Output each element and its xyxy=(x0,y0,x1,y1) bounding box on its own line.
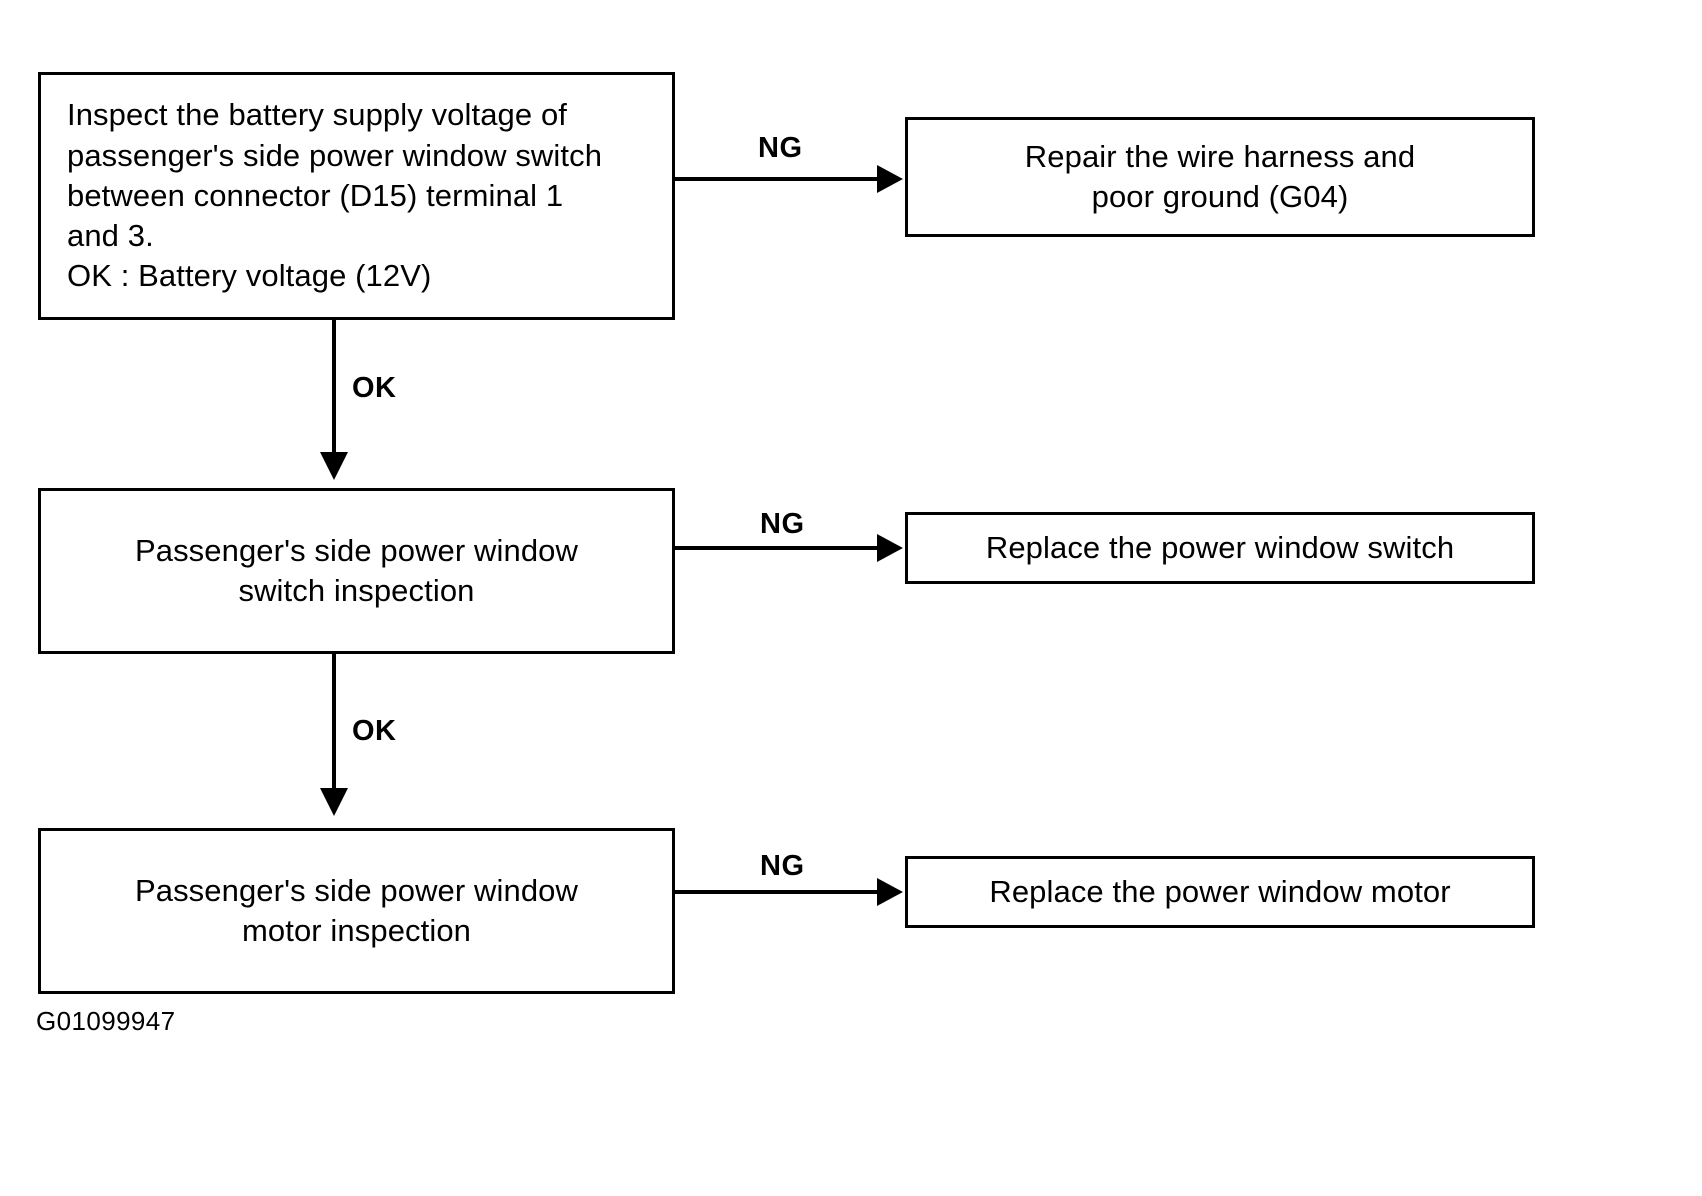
node-switch-inspection: Passenger's side power window switch ins… xyxy=(38,488,675,654)
node-inspect-battery-voltage-text: Inspect the battery supply voltage of pa… xyxy=(67,97,603,294)
edge-label-ng-3: NG xyxy=(760,850,805,882)
node-motor-inspection-text: Passenger's side power window motor insp… xyxy=(134,872,579,948)
figure-code-label: G01099947 xyxy=(36,1006,176,1036)
edge-ng-1-line xyxy=(675,177,885,181)
node-replace-switch-text: Replace the power window switch xyxy=(985,529,1455,565)
node-replace-motor: Replace the power window motor xyxy=(905,856,1535,928)
edge-ok-2-arrowhead xyxy=(320,788,348,816)
edge-ng-1-arrowhead xyxy=(877,165,903,193)
node-motor-inspection: Passenger's side power window motor insp… xyxy=(38,828,675,994)
edge-ng-3-arrowhead xyxy=(877,878,903,906)
edge-ng-2-line xyxy=(675,546,885,550)
node-repair-wire-harness-text: Repair the wire harness and poor ground … xyxy=(1024,138,1416,214)
node-replace-switch: Replace the power window switch xyxy=(905,512,1535,584)
edge-label-ng-2: NG xyxy=(760,508,805,540)
edge-ok-1-line xyxy=(332,320,336,460)
edge-ng-3-line xyxy=(675,890,885,894)
edge-label-ok-2: OK xyxy=(352,715,397,747)
node-repair-wire-harness: Repair the wire harness and poor ground … xyxy=(905,117,1535,237)
edge-ng-2-arrowhead xyxy=(877,534,903,562)
edge-ok-1-arrowhead xyxy=(320,452,348,480)
node-switch-inspection-text: Passenger's side power window switch ins… xyxy=(134,532,579,608)
node-inspect-battery-voltage: Inspect the battery supply voltage of pa… xyxy=(38,72,675,320)
edge-ok-2-line xyxy=(332,654,336,794)
edge-label-ok-1: OK xyxy=(352,372,397,404)
node-replace-motor-text: Replace the power window motor xyxy=(989,873,1451,909)
edge-label-ng-1: NG xyxy=(758,132,803,164)
